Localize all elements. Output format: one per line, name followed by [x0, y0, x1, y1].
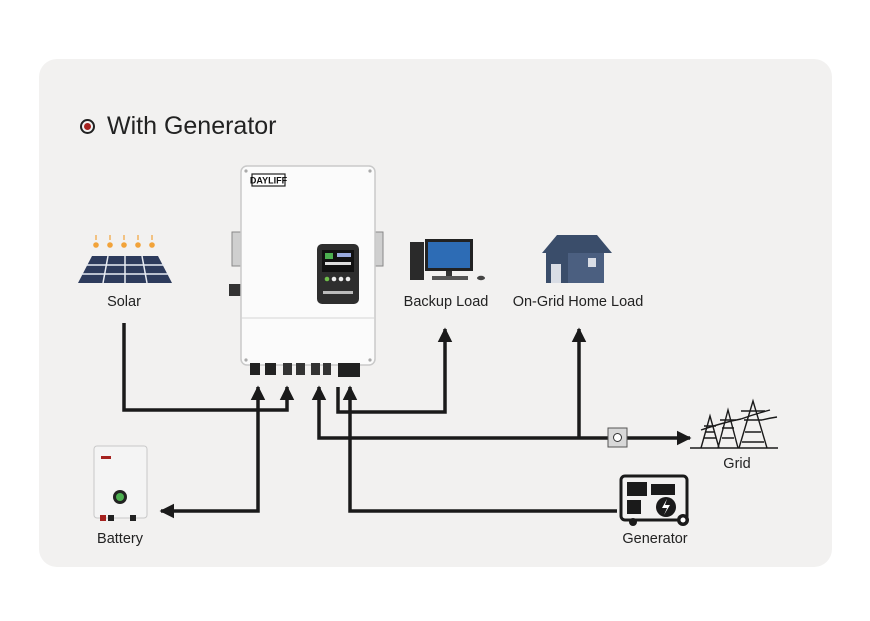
home-load-label: On-Grid Home Load [512, 294, 644, 310]
generator-icon [619, 474, 689, 526]
meter-icon [607, 427, 628, 448]
generator-to-inverter-line [342, 385, 617, 513]
house-icon [542, 235, 612, 283]
computer-icon [410, 239, 485, 281]
grid-line [311, 385, 692, 446]
battery-label: Battery [97, 531, 143, 547]
connection-lines [122, 323, 692, 519]
backup-load-label: Backup Load [403, 294, 489, 310]
power-tower-icon [690, 398, 778, 449]
title-text: With Generator [107, 112, 277, 140]
bullet-icon [80, 119, 95, 134]
generator-label: Generator [622, 531, 688, 547]
battery-icon [93, 445, 148, 521]
grid-label: Grid [723, 456, 751, 472]
solar-label: Solar [107, 294, 141, 310]
inverter-icon [229, 165, 384, 377]
battery-inverter-line [159, 385, 266, 519]
inverter-brand: DAYLIFF [250, 176, 288, 186]
diagram-title: With Generator [80, 112, 277, 141]
solar-panel-icon [78, 235, 172, 284]
